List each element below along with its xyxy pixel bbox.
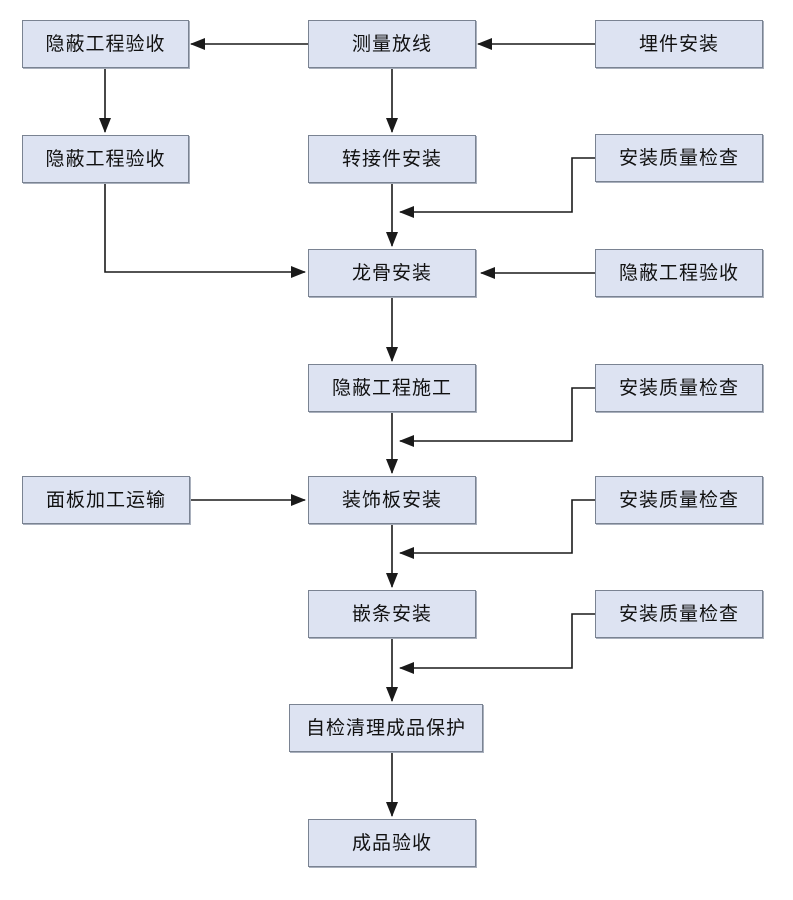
node-self-check-cleaning-product-protection: 自检清理成品保护 [289,704,483,752]
node-hidden-works-construction: 隐蔽工程施工 [308,364,476,412]
node-finished-product-acceptance: 成品验收 [308,819,476,867]
node-label: 龙骨安装 [351,261,432,284]
node-hidden-works-acceptance-3: 隐蔽工程验收 [595,249,763,297]
node-keel-installation: 龙骨安装 [308,249,476,297]
node-label: 安装质量检查 [618,376,739,399]
node-label: 转接件安装 [341,147,442,170]
edge-hidden2-elbow-to-keel [104,183,306,278]
node-label: 自检清理成品保护 [305,716,466,739]
node-trim-strip-installation: 嵌条安装 [308,590,476,638]
node-label: 嵌条安装 [351,602,432,625]
node-label: 成品验收 [351,831,432,854]
node-adapter-installation: 转接件安装 [308,135,476,183]
node-label: 装饰板安装 [341,488,442,511]
node-label: 隐蔽工程验收 [618,261,739,284]
node-installation-quality-check-3: 安装质量检查 [595,476,763,524]
node-hidden-works-acceptance-2: 隐蔽工程验收 [22,135,189,183]
node-embedded-parts-installation: 埋件安装 [595,20,763,68]
node-label: 测量放线 [351,32,432,55]
node-label: 隐蔽工程验收 [45,32,166,55]
node-label: 安装质量检查 [618,488,739,511]
node-measure-set-out: 测量放线 [308,20,476,68]
node-label: 面板加工运输 [45,488,166,511]
node-hidden-works-acceptance-1: 隐蔽工程验收 [22,20,189,68]
node-label: 埋件安装 [638,32,719,55]
node-installation-quality-check-4: 安装质量检查 [595,590,763,638]
node-label: 安装质量检查 [618,602,739,625]
node-panel-processing-transport: 面板加工运输 [22,476,190,524]
node-installation-quality-check-2: 安装质量检查 [595,364,763,412]
node-label: 隐蔽工程施工 [331,376,452,399]
node-label: 隐蔽工程验收 [45,147,166,170]
node-decorative-panel-installation: 装饰板安装 [308,476,476,524]
node-label: 安装质量检查 [618,146,739,169]
node-installation-quality-check-1: 安装质量检查 [595,134,763,182]
